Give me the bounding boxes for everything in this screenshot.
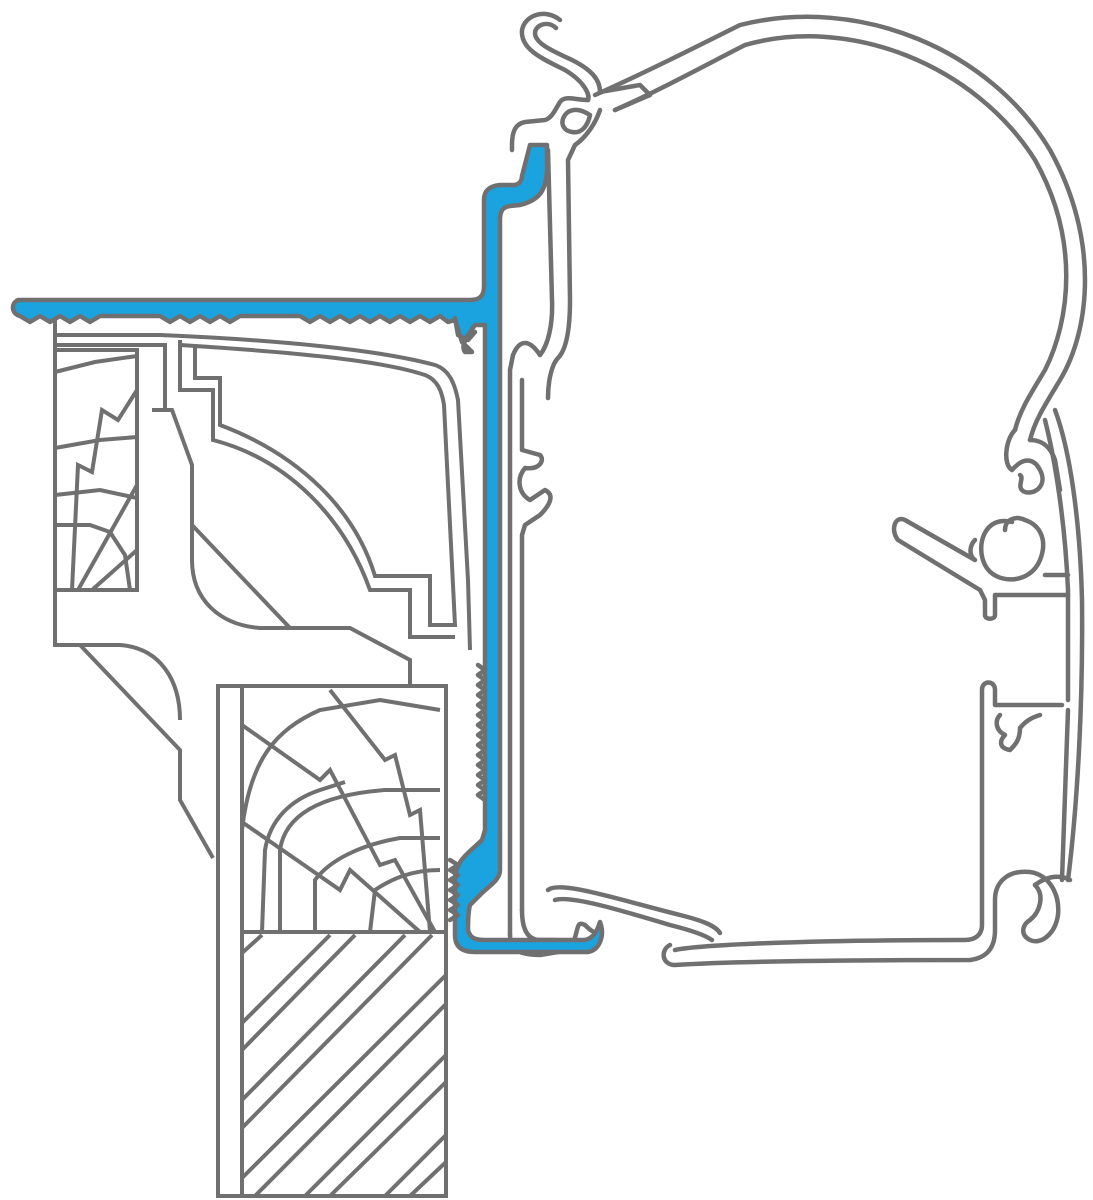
awning-cassette bbox=[507, 11, 1088, 968]
wall-section bbox=[216, 684, 448, 1198]
hatch-lines bbox=[240, 933, 448, 1198]
adapter-profile bbox=[10, 142, 605, 955]
roof-edge-profile bbox=[53, 320, 472, 859]
